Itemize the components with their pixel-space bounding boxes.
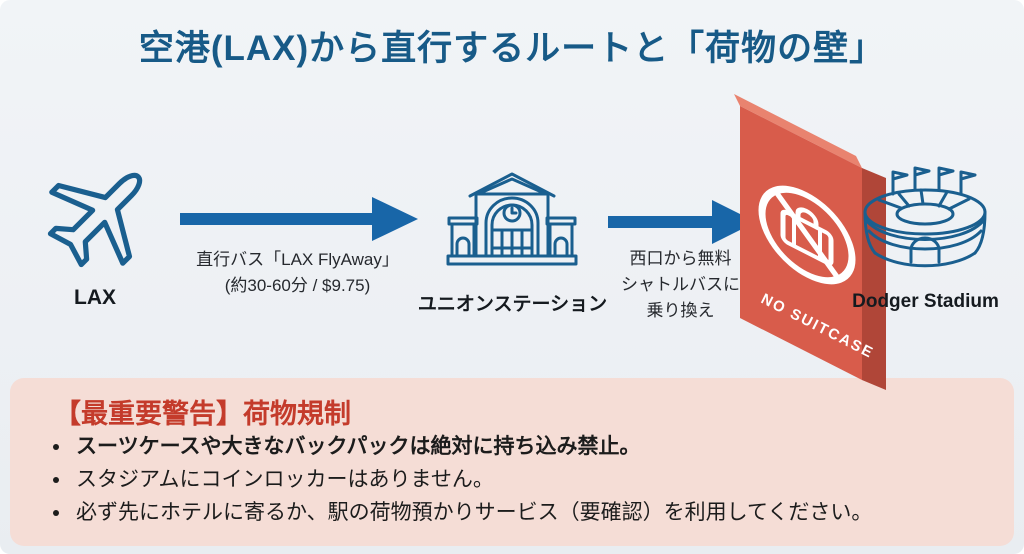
leg1-line2: (約30-60分 / $9.75): [224, 276, 371, 295]
leg2-line1: 西口から無料: [629, 249, 732, 268]
leg2-line3: 乗り換え: [646, 301, 715, 320]
warning-bullet: スーツケースや大きなバックパックは絶対に持ち込み禁止。: [72, 430, 872, 463]
wall-top-face: [734, 94, 862, 168]
union-station-icon: [446, 172, 578, 266]
wall-front-face: [740, 106, 862, 380]
warning-panel: 【最重要警告】荷物規制 スーツケースや大きなバックパックは絶対に持ち込み禁止。 …: [10, 378, 1014, 546]
leg2-caption: 西口から無料 シャトルバスに 乗り換え: [598, 246, 763, 324]
warning-bullet: スタジアムにコインロッカーはありません。: [72, 463, 872, 496]
union-station-label: ユニオンステーション: [417, 294, 608, 315]
stadium-label: Dodger Stadium: [852, 291, 999, 312]
leg2-line2: シャトルバスに: [621, 275, 740, 294]
warning-list: スーツケースや大きなバックパックは絶対に持ち込み禁止。 スタジアムにコインロッカ…: [50, 430, 872, 529]
no-suitcase-icon: [758, 185, 856, 285]
arrow-right-icon: [180, 197, 418, 241]
lax-label: LAX: [74, 286, 116, 309]
stadium-icon: [863, 166, 987, 268]
warning-bullet: 必ず先にホテルに寄るか、駅の荷物預かりサービス（要確認）を利用してください。: [72, 496, 872, 529]
page-title: 空港(LAX)から直行するルートと「荷物の壁」: [138, 29, 886, 68]
airplane-icon: [47, 172, 143, 268]
leg1-line1: 直行バス「LAX FlyAway」: [196, 250, 399, 269]
leg1-caption: 直行バス「LAX FlyAway」 (約30-60分 / $9.75): [170, 247, 425, 299]
arrow-right-icon: [608, 200, 756, 244]
warning-heading: 【最重要警告】荷物規制: [54, 399, 351, 429]
